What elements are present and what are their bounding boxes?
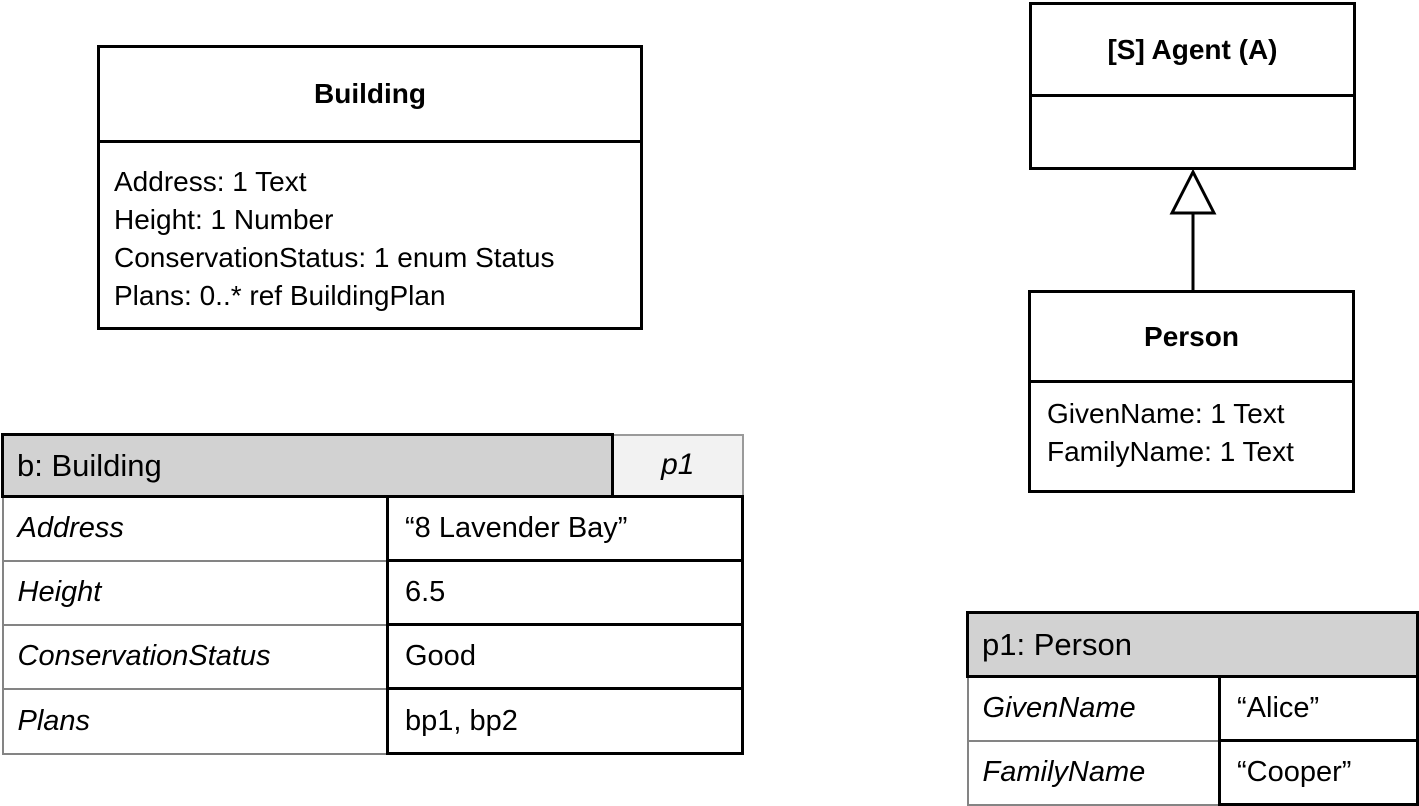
- instance-table-person: p1: Person GivenName “Alice” FamilyName …: [966, 611, 1419, 806]
- attribute-line: Address: 1 Text: [114, 166, 307, 197]
- table-header-row: p1: Person: [966, 611, 1419, 678]
- class-attributes-building: Address: 1 Text Height: 1 Number Conserv…: [100, 143, 640, 315]
- attribute-line: GivenName: 1 Text: [1047, 398, 1285, 429]
- generalization-arrow-icon: [1169, 170, 1217, 291]
- attribute-value-cell: bp1, bp2: [386, 687, 744, 755]
- class-box-person: Person GivenName: 1 Text FamilyName: 1 T…: [1028, 290, 1355, 493]
- attribute-value-cell: “Cooper”: [1218, 739, 1419, 806]
- table-row: ConservationStatus Good: [1, 623, 744, 690]
- attribute-name-cell: Height: [1, 559, 389, 626]
- attribute-value-cell: 6.5: [386, 559, 744, 626]
- attribute-name-cell: FamilyName: [966, 739, 1221, 806]
- class-title-person: Person: [1031, 293, 1352, 383]
- class-box-building: Building Address: 1 Text Height: 1 Numbe…: [97, 45, 643, 330]
- class-title-agent: [S] Agent (A): [1032, 5, 1353, 97]
- instance-table-building: b: Building p1 Address “8 Lavender Bay” …: [1, 433, 744, 755]
- table-row: Plans bp1, bp2: [1, 687, 744, 755]
- table-row: Address “8 Lavender Bay”: [1, 495, 744, 562]
- class-box-agent: [S] Agent (A): [1029, 2, 1356, 170]
- instance-title-person: p1: Person: [966, 611, 1419, 678]
- attribute-name-cell: Address: [1, 495, 389, 562]
- class-title-building: Building: [100, 48, 640, 143]
- instance-title-building: b: Building: [1, 433, 614, 498]
- attribute-name-cell: ConservationStatus: [1, 623, 389, 690]
- attribute-value-cell: “8 Lavender Bay”: [386, 495, 744, 562]
- attribute-line: Height: 1 Number: [114, 204, 334, 235]
- attribute-line: Plans: 0..* ref BuildingPlan: [114, 280, 446, 311]
- class-attributes-agent-empty: [1032, 97, 1353, 164]
- table-row: FamilyName “Cooper”: [966, 739, 1419, 806]
- attribute-name-cell: Plans: [1, 687, 389, 755]
- class-attributes-person: GivenName: 1 Text FamilyName: 1 Text: [1031, 383, 1352, 471]
- table-header-row: b: Building p1: [1, 433, 744, 498]
- table-row: GivenName “Alice”: [966, 675, 1419, 742]
- attribute-name-cell: GivenName: [966, 675, 1221, 742]
- attribute-line: ConservationStatus: 1 enum Status: [114, 242, 555, 273]
- attribute-line: FamilyName: 1 Text: [1047, 436, 1294, 467]
- instance-tag-p1: p1: [611, 433, 744, 498]
- attribute-value-cell: “Alice”: [1218, 675, 1419, 742]
- table-row: Height 6.5: [1, 559, 744, 626]
- attribute-value-cell: Good: [386, 623, 744, 690]
